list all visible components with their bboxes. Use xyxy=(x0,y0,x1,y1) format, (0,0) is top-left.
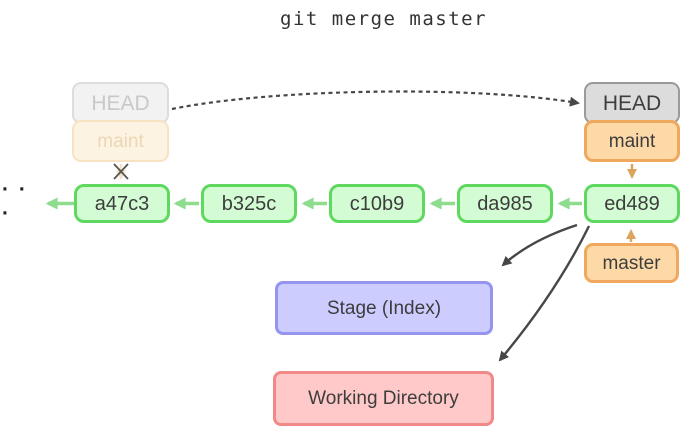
commit-node: a47c3 xyxy=(74,184,170,223)
head-move-dashed-arrow xyxy=(171,90,580,111)
stage-index-box: Stage (Index) xyxy=(275,281,493,335)
commit-node: b325c xyxy=(201,184,297,223)
master-ref: master xyxy=(584,243,679,283)
commit-node: c10b9 xyxy=(329,184,425,223)
history-ellipsis: · · · xyxy=(2,178,28,225)
crossed-out-x-icon xyxy=(113,163,129,180)
commit-node: da985 xyxy=(457,184,553,223)
working-directory-box: Working Directory xyxy=(273,371,494,426)
commit-node: ed489 xyxy=(584,184,680,223)
maint-ref: maint xyxy=(584,120,680,162)
head-ref: HEAD xyxy=(584,82,680,124)
ghost-head-ref: HEAD xyxy=(72,82,169,124)
merge-to-working-arrow xyxy=(498,225,591,362)
diagram-title: git merge master xyxy=(280,8,488,30)
ghost-maint-ref: maint xyxy=(72,120,169,162)
merge-to-stage-arrow xyxy=(501,223,578,267)
